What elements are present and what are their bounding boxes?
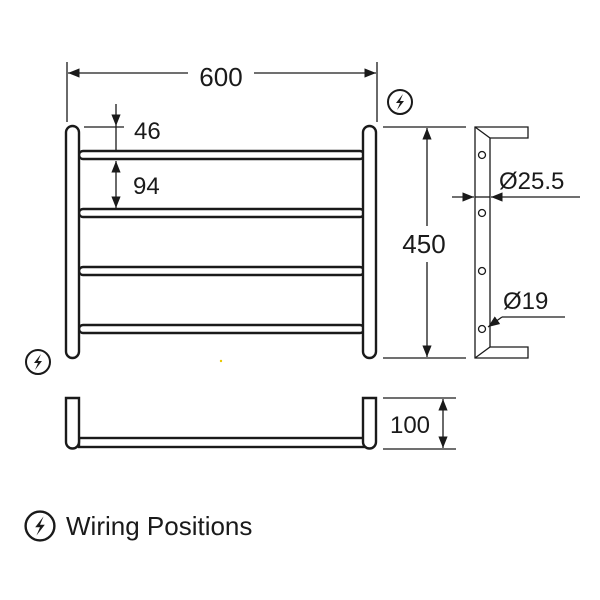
lightning-bolt-circle-icon xyxy=(24,510,56,542)
bar xyxy=(77,265,366,277)
bracket-line xyxy=(474,126,491,139)
bar-section xyxy=(477,208,487,218)
bar xyxy=(77,207,366,219)
plan-left-rail xyxy=(64,396,81,450)
height-dimension: 450 xyxy=(383,126,466,359)
spacing-label: 94 xyxy=(133,173,160,200)
depth-label: 100 xyxy=(390,412,430,439)
bar-section xyxy=(477,266,487,276)
right-rail xyxy=(361,124,378,360)
bar-section xyxy=(477,150,487,160)
left-rail xyxy=(64,124,81,360)
wiring-position-icon xyxy=(387,89,413,115)
plan-view: 100 xyxy=(64,396,456,450)
front-view: 600 46 94 xyxy=(25,62,413,375)
bar-diameter-label: Ø19 xyxy=(503,288,548,315)
plan-bar xyxy=(77,436,366,449)
side-view: Ø25.5 Ø19 xyxy=(452,126,580,359)
height-label: 450 xyxy=(402,229,445,259)
side-profile xyxy=(474,126,529,359)
bar-diameter-leader xyxy=(487,316,503,328)
dot xyxy=(219,359,223,363)
wiring-position-icon xyxy=(25,349,51,375)
offset-label: 46 xyxy=(134,118,161,145)
bar xyxy=(77,323,366,335)
plan-right-rail xyxy=(361,396,378,450)
width-label: 600 xyxy=(199,62,242,92)
rail-diameter-label: Ø25.5 xyxy=(499,168,564,195)
legend: Wiring Positions xyxy=(24,510,252,542)
bar-section xyxy=(477,324,487,334)
legend-label: Wiring Positions xyxy=(66,511,252,541)
bracket-line xyxy=(474,346,491,359)
bar xyxy=(77,149,366,161)
